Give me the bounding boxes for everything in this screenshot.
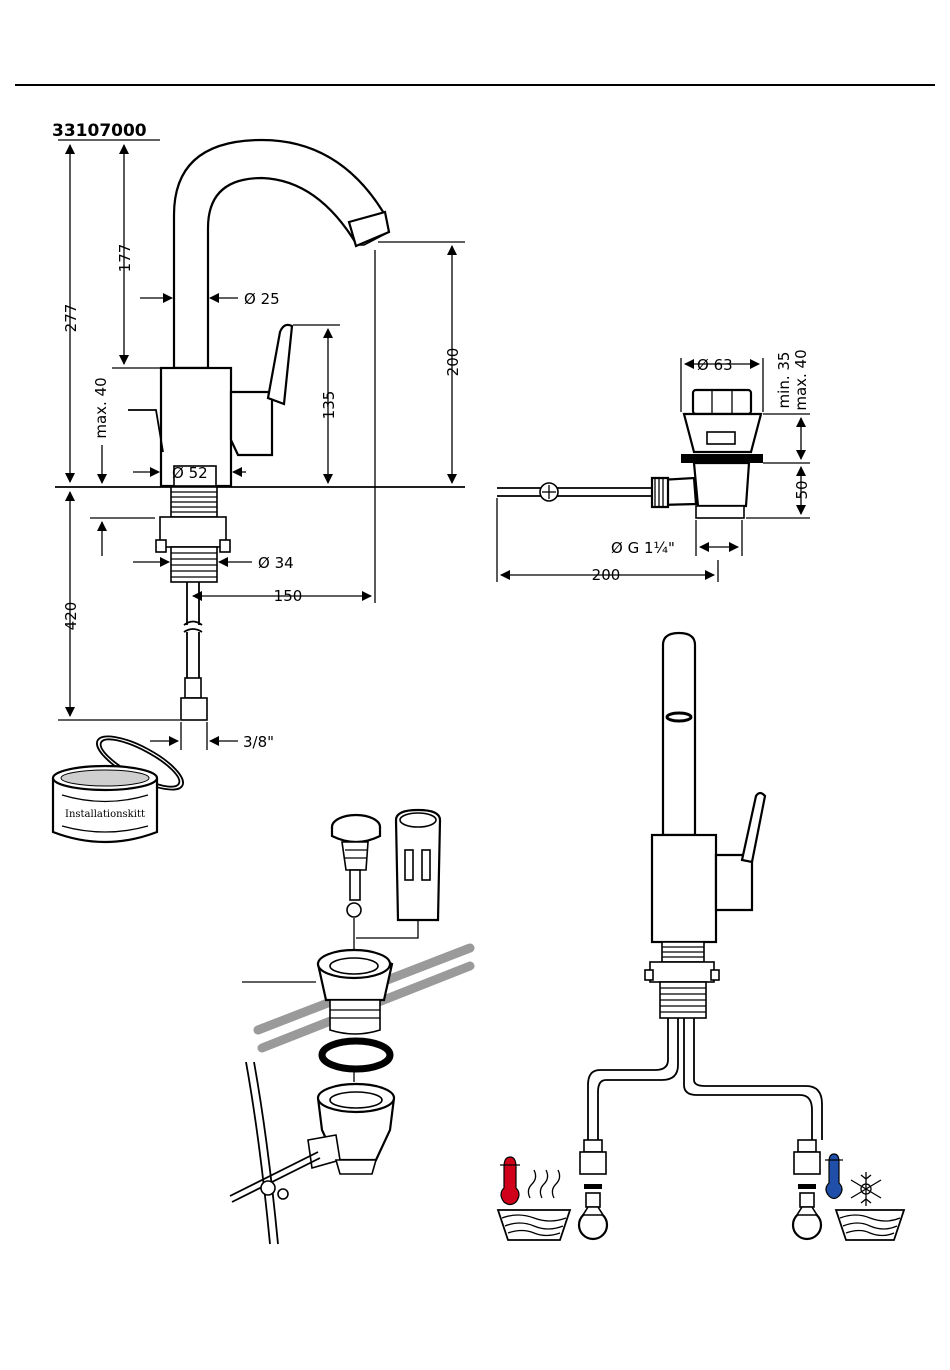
putty-tin-icon [53,726,190,842]
dim-max-thickness-waste: max. 40 [792,349,810,410]
dim-max-thickness: max. 40 [92,377,110,438]
waste-exploded-view [230,810,470,1244]
cold-water-icon [825,1154,904,1240]
faucet-side-view [55,140,465,720]
dim-shank-diameter: Ø 34 [258,554,294,572]
dim-total-height: 277 [62,304,80,333]
dim-thread: Ø G 1¼" [611,539,675,557]
hot-angle-valve-icon [579,1193,607,1239]
cold-angle-valve-icon [793,1193,821,1239]
putty-tin-label: Installationskitt [65,809,145,820]
dim-spout-diameter: Ø 25 [244,290,280,308]
dim-waste-height: 50 [793,480,811,499]
dim-connection: 3/8" [243,733,274,751]
dim-lever-height: 135 [320,391,338,420]
dim-reach: 150 [274,587,303,605]
dim-spout-height: 177 [116,244,134,273]
dim-plug-diameter: Ø 63 [697,356,733,374]
model-number: 33107000 [52,121,147,141]
faucet-front-view [580,633,822,1189]
waste-side-view [497,390,763,518]
snowflake-icon [851,1172,881,1206]
dim-outlet-height: 200 [444,348,462,377]
dim-body-diameter: Ø 52 [172,464,208,482]
dim-hose-length: 420 [62,602,80,631]
dim-min-thickness: min. 35 [775,352,793,409]
hot-water-icon [498,1157,570,1240]
dim-rod-length: 200 [592,566,621,584]
